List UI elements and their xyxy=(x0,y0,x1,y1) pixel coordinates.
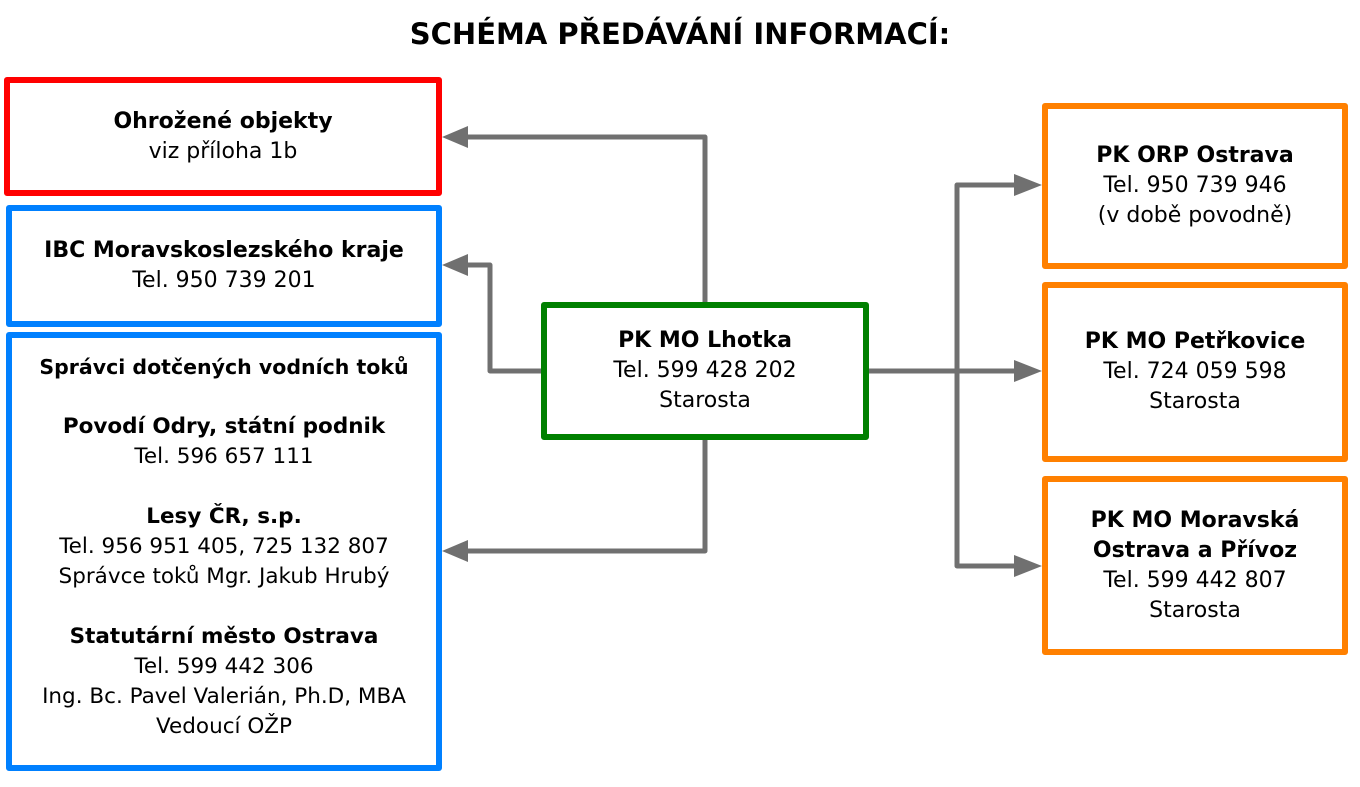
center-node-role: Starosta xyxy=(659,388,751,413)
petrkovice-box: PK MO Petřkovice Tel. 724 059 598 Staros… xyxy=(1042,282,1348,462)
threatened-objects-box: Ohrožené objekty viz příloha 1b xyxy=(4,77,442,196)
arrowhead-petrkovice xyxy=(1014,360,1042,382)
node-name: PK ORP Ostrava xyxy=(1096,143,1294,168)
orp-ostrava-box: PK ORP Ostrava Tel. 950 739 946 (v době … xyxy=(1042,103,1348,269)
watercourse-admins-box: Správci dotčených vodních toků Povodí Od… xyxy=(6,332,442,771)
arrow-line-to-watercourse-admins xyxy=(463,437,708,554)
admin-entry-name: Povodí Odry, státní podnik xyxy=(62,414,386,439)
admin-entry-line: Vedoucí OŽP xyxy=(156,714,292,739)
moravska-ostrava-box: PK MO Moravská Ostrava a Přívoz Tel. 599… xyxy=(1042,476,1348,655)
arrowhead-ibc xyxy=(442,254,468,276)
node-line: Tel. 724 059 598 xyxy=(1103,359,1287,384)
ibc-phone: Tel. 950 739 201 xyxy=(132,268,316,293)
admin-entry-name: Statutární město Ostrava xyxy=(69,624,379,649)
threatened-objects-name: Ohrožené objekty xyxy=(113,108,333,134)
node-name: PK MO Moravská xyxy=(1090,507,1300,533)
node-line: (v době povodně) xyxy=(1097,203,1293,228)
node-name: PK MO Petřkovice xyxy=(1084,329,1306,354)
watercourse-admins-heading: Správci dotčených vodních toků xyxy=(39,355,409,379)
arrowhead-moravska-ostrava xyxy=(1014,555,1042,577)
center-node-phone: Tel. 599 428 202 xyxy=(613,358,797,383)
arrow-line-to-threatened-objects xyxy=(463,134,708,305)
ibc-name: IBC Moravskoslezského kraje xyxy=(44,238,404,263)
ibc-box: IBC Moravskoslezského kraje Tel. 950 739… xyxy=(6,205,442,327)
admin-entry-line: Správce toků Mgr. Jakub Hrubý xyxy=(58,564,390,589)
center-node-name: PK MO Lhotka xyxy=(618,328,792,353)
admin-entry-name: Lesy ČR, s.p. xyxy=(146,504,302,529)
arrow-line-to-ibc xyxy=(463,262,544,374)
center-node-box: PK MO Lhotka Tel. 599 428 202 Starosta xyxy=(541,302,869,440)
node-name: Ostrava a Přívoz xyxy=(1092,537,1298,563)
node-line: Starosta xyxy=(1149,389,1241,414)
arrow-line-right-branch xyxy=(954,182,1019,569)
threatened-objects-note: viz příloha 1b xyxy=(148,138,298,164)
admin-entry-line: Tel. 599 442 306 xyxy=(134,654,314,679)
admin-entry-line: Ing. Bc. Pavel Valerián, Ph.D, MBA xyxy=(42,684,406,709)
node-line: Starosta xyxy=(1149,597,1241,623)
node-line: Tel. 599 442 807 xyxy=(1103,567,1287,593)
diagram-title: SCHÉMA PŘEDÁVÁNÍ INFORMACÍ: xyxy=(409,17,951,51)
admin-entry-line: Tel. 596 657 111 xyxy=(134,444,314,469)
arrowhead-orp-ostrava xyxy=(1014,174,1042,196)
admin-entry-line: Tel. 956 951 405, 725 132 807 xyxy=(59,534,389,559)
arrowhead-watercourse-admins xyxy=(442,540,468,562)
node-line: Tel. 950 739 946 xyxy=(1103,173,1287,198)
arrowhead-threatened-objects xyxy=(442,126,468,148)
